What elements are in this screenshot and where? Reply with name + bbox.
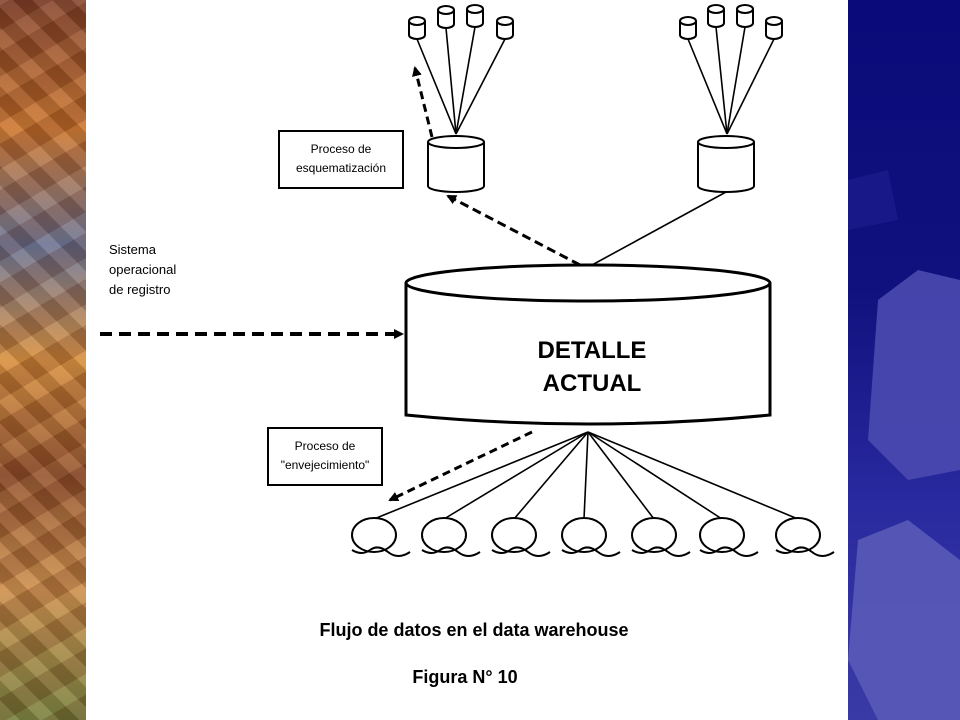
decorative-right-panel bbox=[848, 0, 960, 720]
small-cylinder bbox=[408, 16, 426, 40]
aging-process-box bbox=[267, 427, 383, 486]
right-summary-cylinder bbox=[697, 135, 755, 193]
schema-process-label-line1: Proceso de bbox=[311, 142, 372, 156]
small-cylinder bbox=[466, 4, 484, 28]
figure-number: Figura N° 10 bbox=[412, 667, 517, 687]
small-cylinder bbox=[707, 4, 725, 28]
small-cylinder bbox=[736, 4, 754, 28]
archive-store bbox=[351, 517, 411, 557]
current-detail-label-line2: ACTUAL bbox=[543, 370, 642, 397]
dashed-flow-arrow bbox=[412, 66, 434, 138]
current-detail-label-line1: DETALLE bbox=[538, 337, 647, 364]
gear-decoration-icon bbox=[848, 170, 960, 720]
top-right-source-cylinders bbox=[679, 4, 783, 40]
decorative-left-panel bbox=[0, 0, 86, 720]
archive-store bbox=[561, 517, 621, 557]
archive-store bbox=[631, 517, 691, 557]
dashed-flow-arrow bbox=[446, 194, 581, 267]
archive-store bbox=[699, 517, 759, 557]
diagram-panel: Proceso de esquematización Sistema opera… bbox=[86, 0, 848, 720]
source-system-label-line3: de registro bbox=[109, 282, 170, 297]
current-detail-store bbox=[404, 263, 772, 426]
flow-line bbox=[591, 191, 727, 266]
schema-process-label-line2: esquematización bbox=[296, 161, 386, 175]
small-cylinder bbox=[679, 16, 697, 40]
schema-process-box bbox=[278, 130, 404, 189]
small-cylinder bbox=[765, 16, 783, 40]
archive-store bbox=[775, 517, 835, 557]
top-left-fan-lines bbox=[416, 26, 506, 135]
data-flow-diagram: Proceso de esquematización Sistema opera… bbox=[100, 4, 835, 687]
aging-process-label-line2: "envejecimiento" bbox=[281, 458, 370, 472]
bottom-fan-lines bbox=[373, 431, 799, 520]
aging-process-label-line1: Proceso de bbox=[295, 439, 356, 453]
archive-store bbox=[421, 517, 481, 557]
archive-store bbox=[491, 517, 551, 557]
dashed-aging-arrow bbox=[388, 430, 533, 502]
top-right-fan-lines bbox=[687, 26, 775, 135]
diagram-caption: Flujo de datos en el data warehouse bbox=[319, 620, 628, 640]
source-system-label-line2: operacional bbox=[109, 262, 176, 277]
small-cylinder bbox=[496, 16, 514, 40]
top-left-source-cylinders bbox=[408, 4, 514, 40]
left-summary-cylinder bbox=[427, 135, 485, 193]
source-system-label-line1: Sistema bbox=[109, 242, 157, 257]
small-cylinder bbox=[437, 5, 455, 29]
archive-stores bbox=[351, 517, 835, 557]
